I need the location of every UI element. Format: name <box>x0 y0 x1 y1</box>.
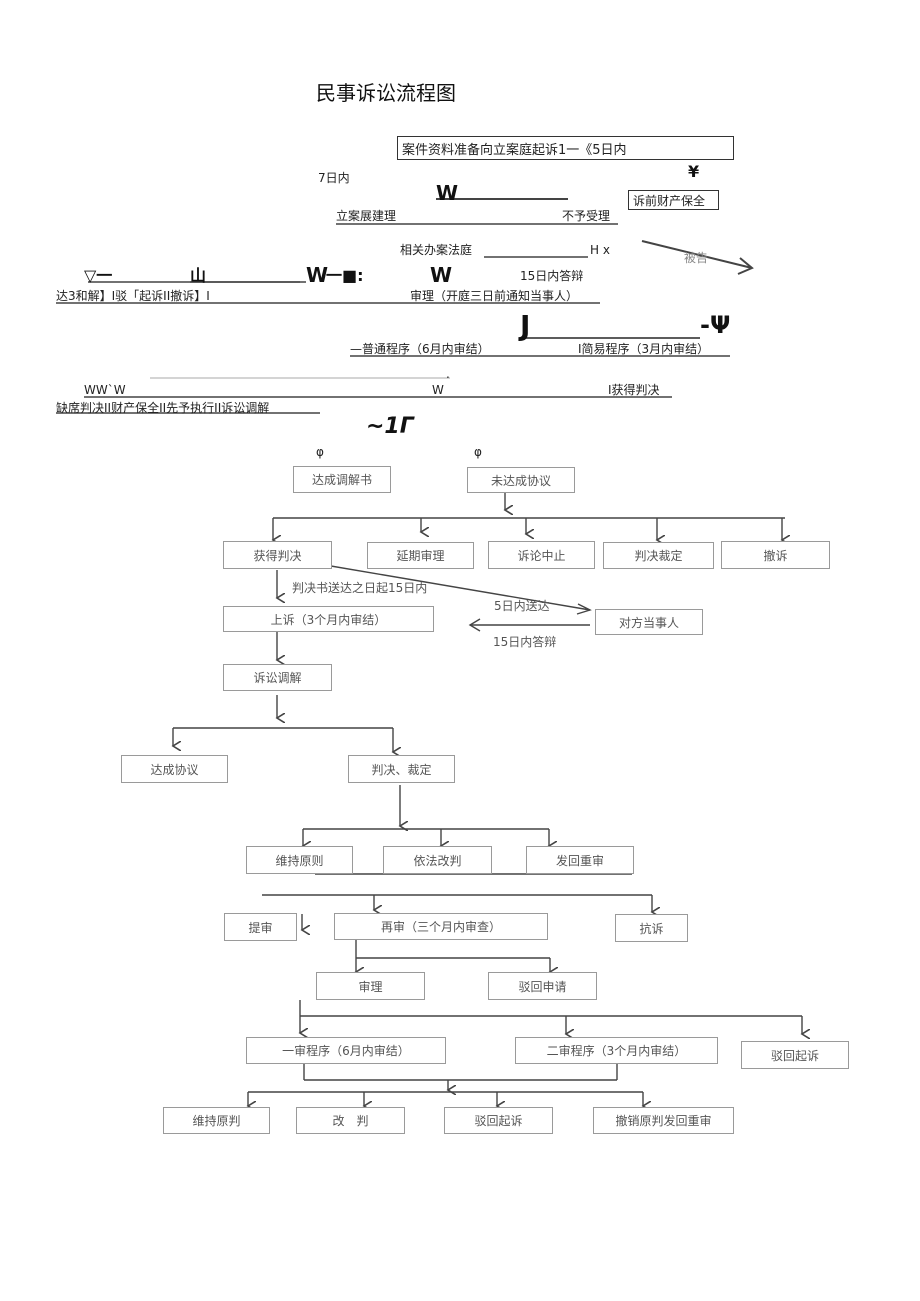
uphold-original-box: 维持原判 <box>163 1107 270 1134</box>
mediation-doc-box: 达成调解书 <box>293 466 391 493</box>
uphold-original-text: 维持原判 <box>192 1114 241 1128</box>
reject-application-box: 驳回申请 <box>488 972 597 1000</box>
judgment-ruling-text: 判决、裁定 <box>371 762 432 777</box>
litigation-mediation-box: 诉讼调解 <box>223 664 332 691</box>
appeal-box: 上诉（3个月内审结） <box>223 606 434 632</box>
mark-w2: W <box>306 263 329 287</box>
agreement-box: 达成协议 <box>121 755 228 783</box>
case-prep-box: 案件资料准备向立案庭起诉1一《5日内 <box>397 136 734 160</box>
case-prep-text: 案件资料准备向立案庭起诉1一《5日内 <box>402 142 627 158</box>
shan-mark: 山 <box>190 266 207 285</box>
ruling-box: 判决裁定 <box>603 542 714 569</box>
mark-psi: -Ψ <box>700 311 731 339</box>
ruling-text: 判决裁定 <box>634 549 683 563</box>
answer-15-label: 15日内答辩 <box>493 635 557 649</box>
postpone-box: 延期审理 <box>367 542 474 569</box>
trial-text: 审理 <box>358 979 383 994</box>
defense-15-label: 15日内答辩 <box>520 269 584 283</box>
no-agreement-box: 未达成协议 <box>467 467 575 493</box>
withdraw-text: 撤诉 <box>763 548 788 563</box>
defendant-arrow <box>641 240 753 269</box>
judgment-ruling-box: 判决、裁定 <box>348 755 455 783</box>
deliver-5-label: 5日内送达 <box>494 599 550 613</box>
phi-mark-2: φ <box>474 445 482 459</box>
protest-text: 抗诉 <box>639 921 664 936</box>
mark-w1: W <box>436 181 459 205</box>
revoke-remand-box: 撤销原判发回重审 <box>593 1107 734 1134</box>
amend-judgment-text: 改 判 <box>332 1114 369 1128</box>
ordinary-procedure-label: —普通程序（6月内审结） <box>350 342 490 356</box>
triangle-mark: ▽一 <box>84 266 113 285</box>
remand-box: 发回重审 <box>526 846 634 874</box>
postpone-text: 延期审理 <box>396 549 445 563</box>
petition-text: 提审 <box>248 920 273 935</box>
withdraw-box: 撤诉 <box>721 541 830 569</box>
mark-tilde: ~1Γ <box>366 414 414 439</box>
conn-deliver <box>324 564 591 611</box>
mark-square: 一■: <box>326 266 364 285</box>
mark-ww: WW`W <box>84 383 126 397</box>
mediation-doc-text: 达成调解书 <box>311 473 372 487</box>
second-instance-box: 二审程序（3个月内审结） <box>515 1037 718 1064</box>
remand-text: 发回重审 <box>555 853 604 868</box>
reject-suit-text-1: 驳回起诉 <box>770 1048 819 1063</box>
petition-box: 提审 <box>224 913 297 941</box>
uphold-text: 维持原则 <box>275 853 324 868</box>
settle-options-line: 达3和解】I驳「起诉II撤诉】I <box>56 289 210 303</box>
pre-suit-preservation-text: 诉前财产保全 <box>633 193 706 208</box>
absence-judgment-line: 缺席判决II财产保全II先予执行II诉讼调解 <box>56 401 270 415</box>
mark-j: J <box>520 309 531 342</box>
second-instance-text: 二审程序（3个月内审结） <box>546 1044 687 1058</box>
reject-suit-text-2: 驳回起诉 <box>474 1114 523 1128</box>
appeal-text: 上诉（3个月内审结） <box>270 612 387 627</box>
retrial-text: 再审（三个月内审查） <box>380 920 501 934</box>
retrial-box: 再审（三个月内审查） <box>334 913 548 940</box>
simple-procedure-label: I简易程序（3月内审结） <box>578 342 710 356</box>
first-instance-box: 一审程序（6月内审结） <box>246 1037 446 1064</box>
not-accepted-label: 不予受理 <box>562 209 611 223</box>
pre-suit-preservation-box: 诉前财产保全 <box>628 190 719 210</box>
defendant-label: 被告 <box>684 251 709 265</box>
opponent-text: 对方当事人 <box>618 615 679 630</box>
no-agreement-text: 未达成协议 <box>490 473 551 488</box>
reject-suit-box-2: 驳回起诉 <box>444 1107 553 1134</box>
suspend-text: 诉论中止 <box>517 548 566 563</box>
protest-box: 抗诉 <box>615 914 688 942</box>
reject-application-text: 驳回申请 <box>518 979 567 994</box>
litigation-mediation-text: 诉讼调解 <box>253 671 302 685</box>
amend-box: 依法改判 <box>383 846 492 874</box>
hx-label: H x <box>590 243 610 257</box>
dot-mark: . <box>446 367 450 381</box>
reject-suit-box-1: 驳回起诉 <box>741 1041 849 1069</box>
opponent-box: 对方当事人 <box>595 609 703 635</box>
trial-notice-label: 审理（开庭三日前通知当事人） <box>410 289 579 303</box>
mark-v: ¥ <box>688 162 700 181</box>
revoke-remand-text: 撤销原判发回重审 <box>615 1114 712 1128</box>
page-title: 民事诉讼流程图 <box>316 81 456 105</box>
agreement-text: 达成协议 <box>150 762 199 777</box>
get-judgment-top-label: I获得判决 <box>608 383 660 397</box>
suspend-box: 诉论中止 <box>488 541 595 569</box>
mark-w4: W <box>432 383 444 397</box>
amend-text: 依法改判 <box>413 853 462 868</box>
days-7-label: 7日内 <box>318 171 350 185</box>
trial-box: 审理 <box>316 972 425 1000</box>
get-judgment-box: 获得判决 <box>223 541 332 569</box>
amend-judgment-box: 改 判 <box>296 1107 405 1134</box>
defendant-arrowhead <box>737 257 754 275</box>
mark-w3: W <box>430 263 453 287</box>
phi-mark-1: φ <box>316 445 324 459</box>
first-instance-text: 一审程序（6月内审结） <box>282 1044 410 1058</box>
filing-review-label: 立案展建理 <box>336 209 397 223</box>
court-assignment-label: 相关办案法庭 <box>400 243 473 257</box>
appeal-deadline-label: 判决书送达之日起15日内 <box>292 581 428 595</box>
get-judgment-text: 获得判决 <box>253 548 302 563</box>
uphold-box: 维持原则 <box>246 846 353 874</box>
